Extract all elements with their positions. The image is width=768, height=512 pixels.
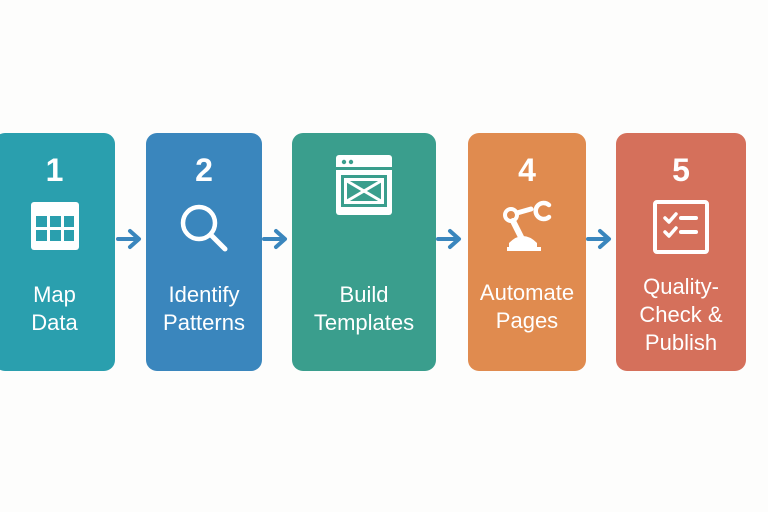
table-icon (29, 200, 81, 252)
step-label: Map Data (31, 282, 78, 335)
checklist-icon (652, 199, 710, 255)
arrow-right-icon (586, 229, 611, 249)
step-number: 5 (672, 152, 690, 188)
arrow-right-icon (116, 229, 141, 249)
browser-template-icon (334, 153, 394, 217)
arrow-right-icon (262, 229, 287, 249)
robot-arm-icon (499, 199, 555, 253)
step-4-card: 4 Automate Pages (468, 133, 586, 371)
step-label: Automate Pages (479, 280, 575, 333)
magnifier-icon (176, 200, 232, 256)
step-5-card: 5 Quality- Check & Publish (616, 133, 746, 371)
step-1-card: 1 Map Data (0, 133, 115, 371)
step-label: Quality- Check & Publish (639, 274, 723, 355)
step-number: 4 (518, 152, 536, 188)
step-3-card: Build Templates (292, 133, 436, 371)
step-2-card: 2 Identify Patterns (146, 133, 262, 371)
step-number: 1 (45, 152, 64, 188)
arrow-right-icon (436, 229, 461, 249)
step-number: 2 (195, 152, 213, 188)
step-label: Identify Patterns (163, 282, 245, 335)
step-label: Build Templates (313, 282, 415, 335)
